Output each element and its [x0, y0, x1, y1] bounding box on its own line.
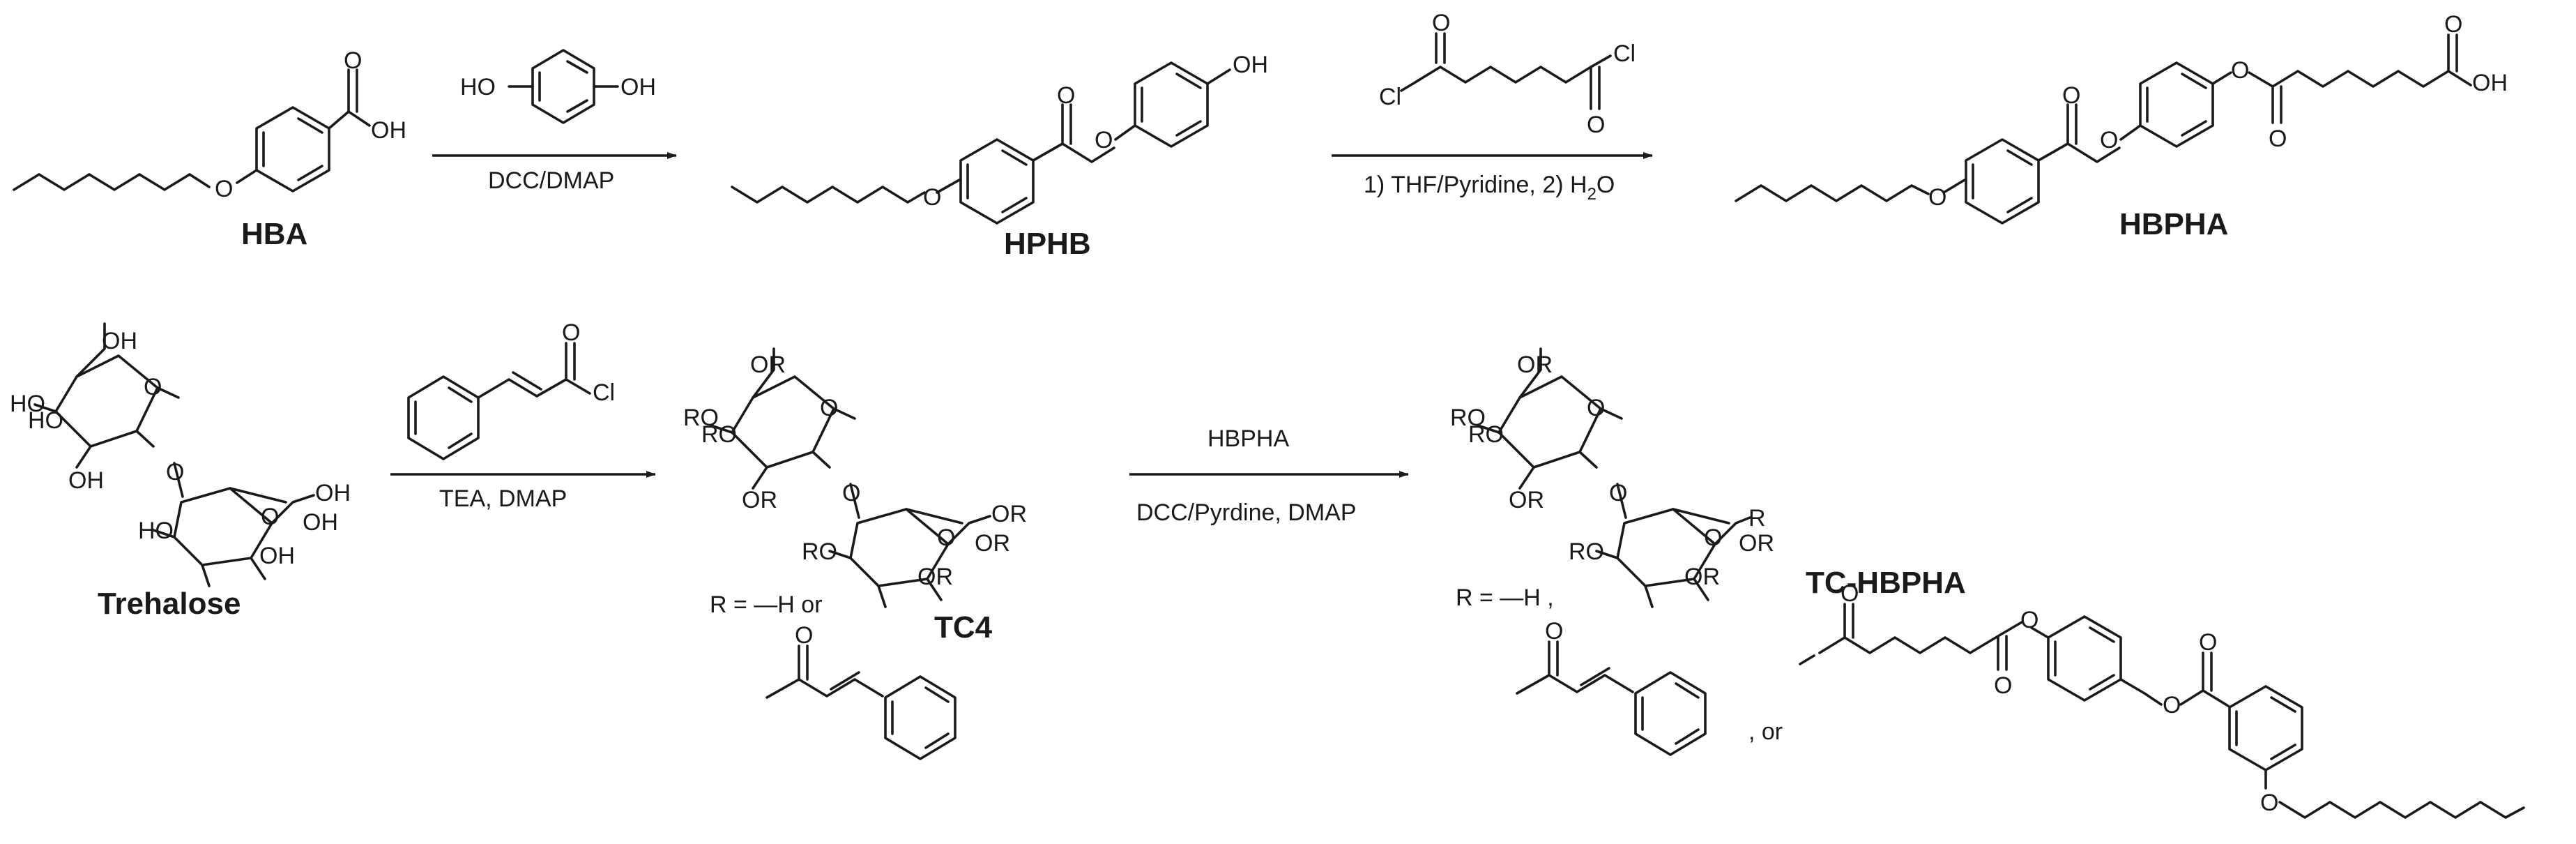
- tc4-ring-o-1: O: [820, 395, 838, 421]
- hydroquinone-ho: HO: [460, 74, 496, 100]
- step2-conditions: 1) THF/Pyridine, 2) H2O: [1364, 172, 1615, 204]
- adipoyl-carbonyl-o-1: O: [1432, 10, 1450, 36]
- tc-hbpha-or-word: , or: [1748, 718, 1783, 745]
- tc-hbpha-r-carbonyl-o-2: O: [1840, 580, 1859, 607]
- trehalose-oh-5: OH: [259, 543, 295, 569]
- hbpha-label: HBPHA: [2119, 207, 2228, 241]
- trehalose-ho-3: HO: [138, 518, 174, 544]
- tc4-or-4: OR: [975, 530, 1010, 557]
- trehalose-ho-1: HO: [10, 391, 45, 417]
- tc-hbpha-r-carbonyl-o-4: O: [2199, 629, 2217, 656]
- tc-hbpha-r-definition: R = —H ,: [1456, 585, 1554, 611]
- hba-label: HBA: [241, 217, 307, 251]
- tc-hbpha-or-4: OR: [1684, 564, 1720, 590]
- tc-hbpha-ro-2: RO: [1468, 421, 1504, 448]
- hphb-carbonyl-o: O: [1057, 82, 1075, 109]
- tc-hbpha-ro-1: RO: [1450, 405, 1486, 431]
- tc-hbpha-r-ester-o-2: O: [2163, 692, 2181, 718]
- tc4-r-definition: R = —H or: [710, 591, 823, 618]
- tc-hbpha-ring-o-1: O: [1587, 395, 1605, 421]
- tc-hbpha-bridge-o: O: [1609, 480, 1627, 506]
- hphb-oh: OH: [1233, 52, 1268, 78]
- tc-hbpha-r-ester-o-1: O: [2020, 607, 2038, 633]
- tc-hbpha-r-carbonyl-o-3: O: [1994, 672, 2012, 699]
- trehalose-structure: OH HO HO OH O O O OH OH HO OH: [10, 322, 351, 587]
- hba-oh: OH: [371, 117, 406, 144]
- hbpha-ether-o: O: [1928, 184, 1946, 211]
- hphb-ester-o: O: [1095, 127, 1113, 153]
- tc4-ro-3: RO: [802, 538, 837, 565]
- tc4-ro-2: RO: [701, 421, 737, 448]
- hbpha-oh: OH: [2472, 70, 2508, 96]
- step1-conditions: DCC/DMAP: [488, 167, 614, 194]
- hbpha-ester-o-2: O: [2231, 57, 2249, 84]
- tc4-label: TC4: [934, 610, 993, 645]
- hydroquinone-oh: OH: [620, 74, 656, 100]
- hba-carbonyl-o: O: [344, 47, 362, 74]
- adipoyl-chloride-structure: O Cl O Cl: [1379, 10, 1636, 138]
- tc4-ring-o-2: O: [937, 525, 955, 551]
- adipoyl-cl-2: Cl: [1613, 40, 1636, 67]
- trehalose-oh-1: OH: [102, 328, 137, 354]
- step4-reagent: HBPHA: [1207, 425, 1289, 452]
- tc-hbpha-ring-o-2: O: [1704, 525, 1722, 551]
- tc4-or-2: OR: [742, 487, 777, 513]
- hbpha-carbonyl-o-2: O: [2269, 126, 2287, 152]
- tc-hbpha-or-3: OR: [1739, 530, 1774, 557]
- trehalose-ho-2: HO: [28, 407, 63, 434]
- tc4-bridge-o: O: [842, 480, 860, 506]
- hba-ether-o: O: [215, 176, 233, 202]
- tc-hbpha-ro-3: RO: [1569, 538, 1604, 565]
- hphb-ether-o: O: [923, 184, 941, 211]
- tc4-or-5: OR: [917, 564, 953, 590]
- tc4-structure: OR RO RO OR O O O OR OR RO OR: [683, 347, 1027, 608]
- trehalose-oh-3: OH: [315, 480, 351, 506]
- tc-hbpha-or-1: OR: [1517, 352, 1553, 378]
- trehalose-ring-o-1: O: [144, 374, 162, 400]
- tc-hbpha-or-2: OR: [1509, 487, 1544, 513]
- hbpha-carbonyl-o-3: O: [2444, 11, 2462, 38]
- hbpha-ester-o-1: O: [2100, 127, 2118, 153]
- trehalose-oh-2: OH: [68, 467, 104, 494]
- tc4-ro-1: RO: [683, 405, 719, 431]
- hphb-structure: O O O OH: [731, 52, 1268, 225]
- step3-conditions: TEA, DMAP: [439, 485, 567, 512]
- hphb-label: HPHB: [1004, 227, 1091, 261]
- tc-hbpha-r-carbonyl-o-1: O: [1545, 618, 1563, 645]
- tc-hbpha-r: R: [1748, 505, 1766, 532]
- hba-structure: O O OH: [13, 47, 406, 202]
- tc4-cinnamoyl-r-group: O: [765, 622, 957, 760]
- cinnamoyl-cl: Cl: [593, 379, 615, 406]
- trehalose-bridge-o: O: [166, 459, 184, 485]
- trehalose-ring-o-2: O: [261, 504, 279, 530]
- tc-hbpha-r-ether-o: O: [2260, 790, 2278, 816]
- adipoyl-carbonyl-o-2: O: [1587, 112, 1605, 138]
- adipoyl-cl-1: Cl: [1379, 84, 1401, 110]
- tc4-or-3: OR: [991, 501, 1027, 527]
- hbpha-carbonyl-o-1: O: [2062, 82, 2080, 109]
- tc4-r-carbonyl-o: O: [795, 622, 813, 649]
- tc4-or-1: OR: [750, 352, 786, 378]
- tc-hbpha-cinnamoyl-r-group: O: [1516, 618, 1707, 756]
- tc-hbpha-structure: OR RO RO OR O O O R OR RO OR: [1450, 347, 1774, 608]
- trehalose-label: Trehalose: [98, 587, 241, 621]
- tc-hbpha-label: TC-HBPHA: [1806, 566, 1966, 600]
- cinnamoyl-carbonyl-o: O: [562, 319, 580, 346]
- hbpha-structure: O O O O O O OH: [1735, 11, 2508, 225]
- trehalose-oh-4: OH: [303, 509, 338, 536]
- cinnamoyl-chloride-structure: O Cl: [407, 319, 615, 460]
- step4-conditions: DCC/Pyrdine, DMAP: [1136, 499, 1357, 526]
- hydroquinone-structure: HO OH: [460, 49, 656, 124]
- tc-hbpha-hbpha-r-group: O O O O O O: [1799, 580, 2525, 819]
